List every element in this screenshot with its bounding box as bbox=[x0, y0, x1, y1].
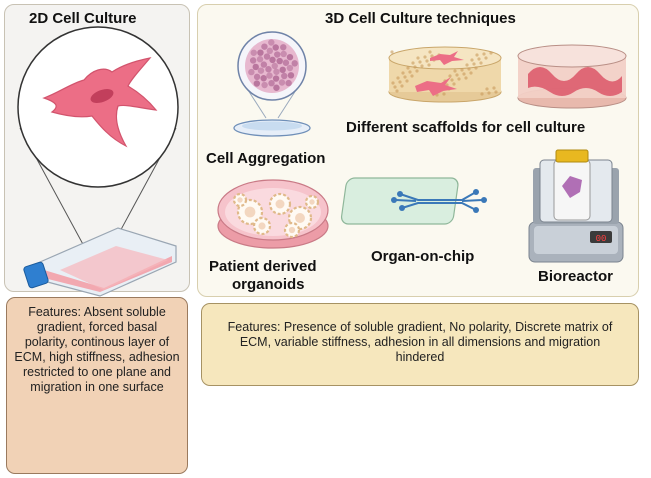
features-3d-text: Features: Presence of soluble gradient, … bbox=[227, 320, 613, 364]
label-organoids-line1: Patient derived bbox=[209, 258, 317, 275]
features-3d-box bbox=[201, 303, 639, 386]
features-2d-box bbox=[6, 297, 188, 474]
cell-icon bbox=[42, 57, 158, 148]
bioreactor-display: 00 bbox=[596, 234, 607, 244]
culture-flask-icon bbox=[23, 227, 177, 297]
cell-aggregate-icon bbox=[233, 31, 311, 137]
label-bioreactor: Bioreactor bbox=[538, 268, 614, 285]
scaffold-icon bbox=[388, 44, 627, 109]
label-scaffolds: Different scaffolds for cell culture bbox=[346, 119, 586, 136]
panel-2d-title: 2D Cell Culture bbox=[29, 10, 137, 27]
label-cell-aggregation: Cell Aggregation bbox=[206, 150, 326, 167]
label-organoids-line2: organoids bbox=[232, 276, 305, 293]
organ-chip-icon bbox=[340, 177, 487, 225]
label-organ-on-chip: Organ-on-chip bbox=[371, 248, 475, 265]
organoid-dish-icon bbox=[217, 179, 329, 249]
features-2d-text: Features: Absent soluble gradient, force… bbox=[14, 305, 180, 394]
panel-3d-title: 3D Cell Culture techniques bbox=[325, 10, 516, 27]
bioreactor-icon: 00 bbox=[528, 149, 624, 263]
